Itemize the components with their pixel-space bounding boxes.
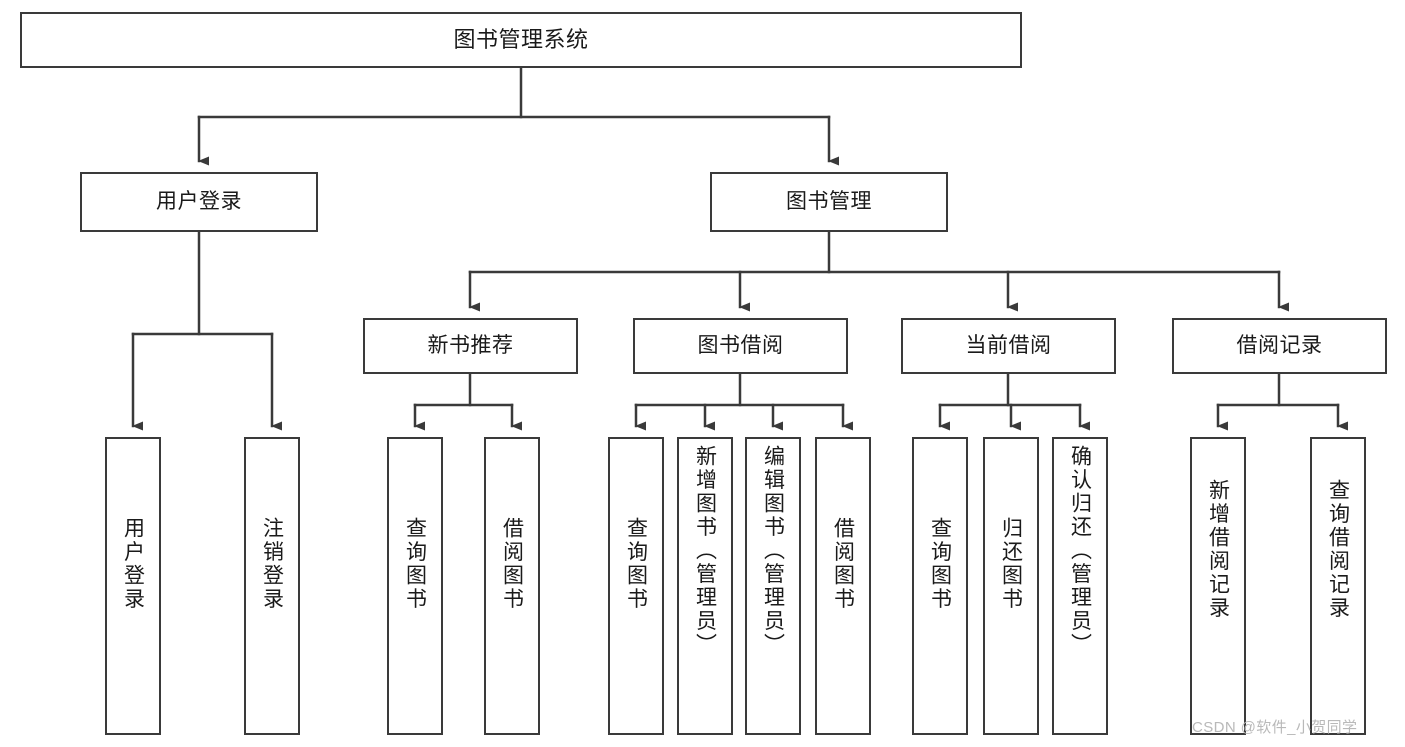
node-leaf-user-login-label: 用户登录 bbox=[121, 517, 145, 611]
node-user-login[interactable]: 用户登录 bbox=[80, 172, 318, 232]
node-leaf-query-book-3-label: 查询图书 bbox=[928, 517, 952, 611]
node-leaf-query-book-2[interactable]: 查询图书 bbox=[608, 437, 664, 735]
node-leaf-borrow-book-1[interactable]: 借阅图书 bbox=[484, 437, 540, 735]
node-user-login-label: 用户登录 bbox=[156, 190, 242, 214]
node-leaf-edit-book-admin[interactable]: 编辑图书（管理员） bbox=[745, 437, 801, 735]
node-borrow-record-label: 借阅记录 bbox=[1236, 334, 1323, 358]
node-book-borrow[interactable]: 图书借阅 bbox=[633, 318, 848, 374]
node-leaf-return-book-label: 归还图书 bbox=[999, 517, 1023, 611]
node-leaf-query-book-2-label: 查询图书 bbox=[624, 517, 648, 611]
node-leaf-logout[interactable]: 注销登录 bbox=[244, 437, 300, 735]
node-leaf-query-book-1-label: 查询图书 bbox=[403, 517, 427, 611]
node-root-图书管理系统[interactable]: 图书管理系统 bbox=[20, 12, 1022, 68]
node-book-manage-label: 图书管理 bbox=[786, 190, 872, 214]
node-leaf-edit-book-admin-label: 编辑图书（管理员） bbox=[761, 445, 785, 657]
node-root-图书管理系统-label: 图书管理系统 bbox=[453, 26, 589, 52]
node-new-book-recommend[interactable]: 新书推荐 bbox=[363, 318, 578, 374]
node-new-book-recommend-label: 新书推荐 bbox=[427, 334, 514, 358]
node-book-manage[interactable]: 图书管理 bbox=[710, 172, 948, 232]
node-leaf-confirm-return-admin[interactable]: 确认归还（管理员） bbox=[1052, 437, 1108, 735]
node-leaf-confirm-return-admin-label: 确认归还（管理员） bbox=[1068, 445, 1092, 657]
node-leaf-add-book-admin-label: 新增图书（管理员） bbox=[693, 445, 717, 657]
node-leaf-add-book-admin[interactable]: 新增图书（管理员） bbox=[677, 437, 733, 735]
node-leaf-add-borrow-record-label: 新增借阅记录 bbox=[1206, 479, 1230, 620]
node-leaf-return-book[interactable]: 归还图书 bbox=[983, 437, 1039, 735]
csdn-watermark: CSDN @软件_小贺同学 bbox=[1192, 719, 1358, 736]
node-leaf-query-borrow-record[interactable]: 查询借阅记录 bbox=[1310, 437, 1366, 735]
node-leaf-logout-label: 注销登录 bbox=[260, 517, 284, 611]
node-leaf-borrow-book-2-label: 借阅图书 bbox=[831, 517, 855, 611]
node-leaf-query-borrow-record-label: 查询借阅记录 bbox=[1326, 479, 1350, 620]
node-book-borrow-label: 图书借阅 bbox=[697, 334, 784, 358]
node-leaf-query-book-1[interactable]: 查询图书 bbox=[387, 437, 443, 735]
node-leaf-user-login[interactable]: 用户登录 bbox=[105, 437, 161, 735]
node-leaf-borrow-book-2[interactable]: 借阅图书 bbox=[815, 437, 871, 735]
node-current-borrow[interactable]: 当前借阅 bbox=[901, 318, 1116, 374]
node-current-borrow-label: 当前借阅 bbox=[965, 334, 1052, 358]
node-leaf-add-borrow-record[interactable]: 新增借阅记录 bbox=[1190, 437, 1246, 735]
node-leaf-query-book-3[interactable]: 查询图书 bbox=[912, 437, 968, 735]
node-borrow-record[interactable]: 借阅记录 bbox=[1172, 318, 1387, 374]
node-leaf-borrow-book-1-label: 借阅图书 bbox=[500, 517, 524, 611]
